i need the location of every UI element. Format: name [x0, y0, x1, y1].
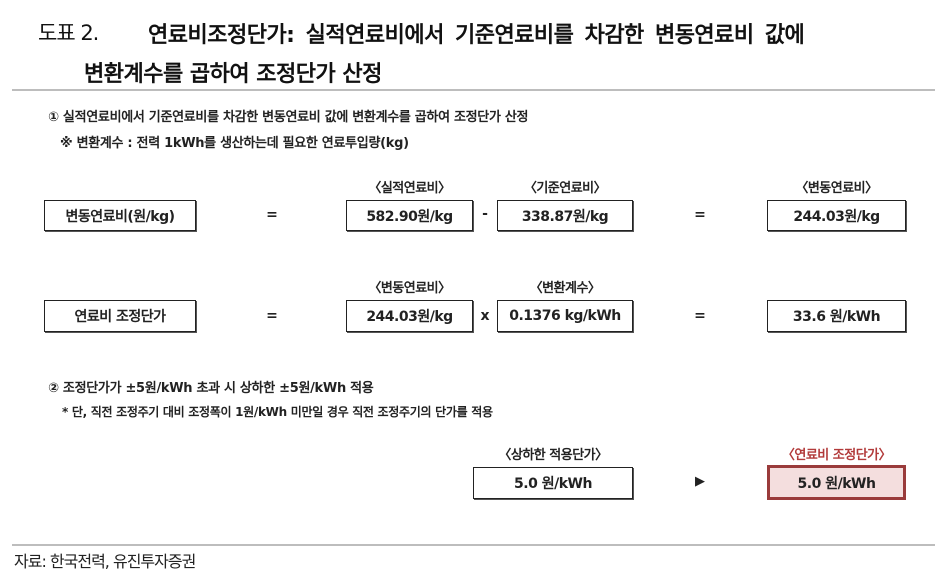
caption-final-adjustment-rate: 〈연료비 조정단가〉 [781, 448, 892, 463]
value-variable-fuel-cost: 244.03원/kg [346, 300, 473, 332]
equals-sign: = [694, 308, 706, 324]
value-actual-fuel-cost: 582.90원/kg [346, 200, 473, 231]
value-conversion-factor: 0.1376 kg/kWh [497, 300, 633, 332]
value-base-fuel-cost: 338.87원/kg [497, 200, 633, 231]
caption-base-fuel-cost: 〈기준연료비〉 [523, 181, 607, 196]
label-variable-fuel-cost: 변동연료비(원/kg) [44, 200, 196, 231]
equals-sign: = [266, 308, 278, 324]
caption-variable-fuel-cost: 〈변동연료비〉 [795, 181, 878, 196]
equals-sign: = [266, 207, 278, 223]
caption-capped-rate: 〈상하한 적용단가〉 [498, 448, 608, 463]
source-note: 자료: 한국전력, 유진투자증권 [14, 552, 196, 571]
result-final-adjustment-rate: 5.0 원/kWh [767, 465, 906, 500]
result-variable-fuel-cost: 244.03원/kg [767, 200, 906, 231]
header-rule [12, 89, 935, 91]
figure-title: 도표 2. [38, 17, 99, 47]
figure-title-line2: 변환계수를 곱하여 조정단가 산정 [84, 62, 382, 87]
value-capped-rate: 5.0 원/kWh [473, 467, 633, 499]
result-adjustment-rate: 33.6 원/kWh [767, 300, 906, 332]
label-fuel-adjustment-rate: 연료비 조정단가 [44, 300, 196, 332]
caption-actual-fuel-cost: 〈실적연료비〉 [368, 181, 451, 196]
figure-title-line1: 연료비조정단가: 실적연료비에서 기준연료비를 차감한 변동연료비 값에 [148, 23, 805, 48]
caption-variable-fuel-cost: 〈변동연료비〉 [368, 281, 451, 296]
figure-number: 도표 2. [38, 21, 99, 45]
note-step1: ① 실적연료비에서 기준연료비를 차감한 변동연료비 값에 변환계수를 곱하여 … [48, 110, 529, 125]
note-step2-sub: * 단, 직전 조정주기 대비 조정폭이 1원/kWh 미만일 경우 직전 조정… [62, 405, 493, 419]
note-step2: ② 조정단가가 ±5원/kWh 초과 시 상하한 ±5원/kWh 적용 [48, 381, 374, 396]
equals-sign: = [694, 207, 706, 223]
caption-conversion-factor: 〈변환계수〉 [529, 281, 601, 296]
multiply-sign: x [480, 308, 490, 324]
footer-rule [12, 544, 935, 546]
note-step1-sub: ※ 변환계수 : 전력 1kWh를 생산하는데 필요한 연료투입량(kg) [60, 136, 409, 151]
arrow-right-icon: ▶ [695, 474, 705, 489]
minus-sign: - [482, 206, 488, 222]
